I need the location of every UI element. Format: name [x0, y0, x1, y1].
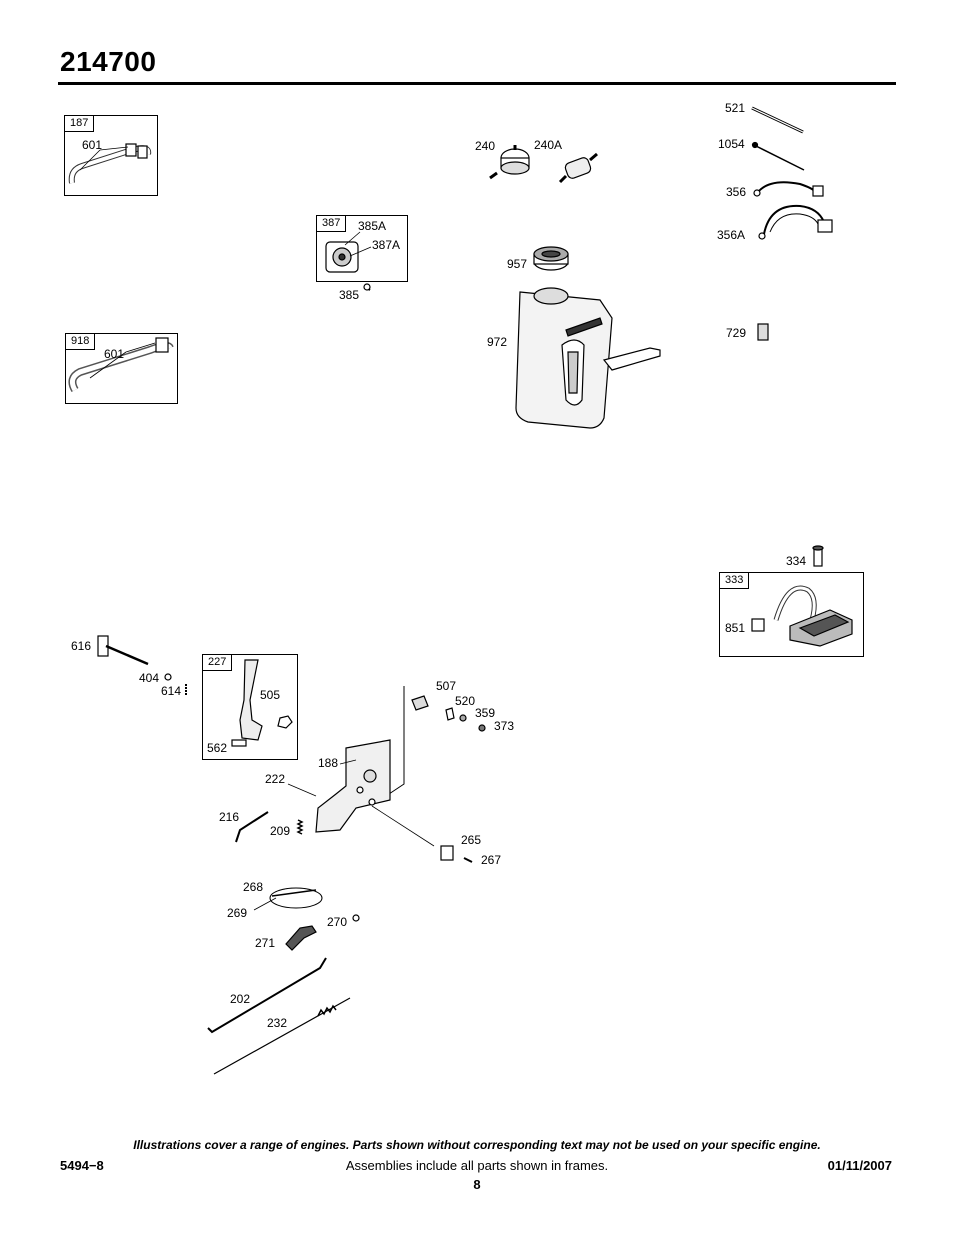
callout-507: 507 — [436, 679, 457, 693]
title-rule — [58, 82, 896, 85]
callout-222: 222 — [265, 772, 286, 786]
frame-333: 333 — [719, 572, 864, 657]
callout-334: 334 — [786, 554, 807, 568]
callout-404: 404 — [139, 671, 160, 685]
callout-616: 616 — [71, 639, 92, 653]
callout-209: 209 — [270, 824, 291, 838]
callout-216: 216 — [219, 810, 240, 824]
callout-240a: 240A — [534, 138, 563, 152]
callout-269: 269 — [227, 906, 248, 920]
page-title: 214700 — [60, 46, 157, 77]
callout-601-b: 601 — [104, 347, 125, 361]
fuel-filter-240a-drawing — [558, 152, 598, 184]
nut-359-drawing — [459, 714, 467, 722]
rod-202-drawing — [207, 957, 327, 1034]
callout-957: 957 — [507, 257, 528, 271]
nut-373-drawing — [478, 724, 486, 732]
rod-232-drawing — [213, 997, 351, 1075]
screw-334-drawing — [812, 545, 824, 567]
hose-918-drawing — [68, 337, 174, 393]
part-387-drawing — [325, 231, 372, 291]
callout-521: 521 — [725, 101, 746, 115]
callout-267: 267 — [481, 853, 502, 867]
wire-356a-drawing — [758, 204, 833, 240]
callout-265: 265 — [461, 833, 482, 847]
frame-918: 918 — [65, 333, 178, 404]
control-bracket-222-drawing — [287, 686, 435, 847]
washer-404-drawing — [164, 673, 172, 681]
callout-385a: 385A — [358, 219, 387, 233]
callout-1054: 1054 — [718, 137, 745, 151]
document-date: 01/11/2007 — [827, 1158, 892, 1173]
callout-520: 520 — [455, 694, 476, 708]
fuel-tank-972-drawing — [515, 287, 661, 429]
spring-209-drawing — [296, 819, 304, 835]
callout-356: 356 — [726, 185, 747, 199]
screw-267-drawing — [463, 857, 473, 863]
callout-614: 614 — [161, 684, 182, 698]
document-number: 5494−8 — [60, 1158, 104, 1173]
page-number: 8 — [473, 1177, 481, 1192]
frame-387-label: 387 — [317, 216, 347, 232]
callout-387a: 387A — [372, 238, 401, 252]
bracket-616-drawing — [97, 635, 149, 666]
tie-1054-drawing — [753, 144, 805, 171]
frame-187: 187 — [64, 115, 158, 196]
fuel-filter-240-drawing — [489, 145, 530, 180]
callout-729: 729 — [726, 326, 747, 340]
callout-972: 972 — [487, 335, 508, 349]
lever-227-drawing — [231, 659, 293, 747]
nut-270-drawing — [352, 914, 360, 922]
callout-373: 373 — [494, 719, 515, 733]
callout-601: 601 — [82, 138, 103, 152]
callout-268: 268 — [243, 880, 264, 894]
clip-507-drawing — [411, 695, 429, 711]
footer-disclaimer: Illustrations cover a range of engines. … — [133, 1138, 821, 1152]
callout-851: 851 — [725, 621, 746, 635]
lever-271-drawing — [285, 925, 317, 951]
frame-333-label: 333 — [720, 573, 750, 589]
link-216-drawing — [235, 811, 269, 843]
fuel-cap-957-drawing — [533, 246, 569, 271]
frame-387: 387 — [316, 215, 408, 282]
frame-227-label: 227 — [203, 655, 233, 671]
callout-385: 385 — [339, 288, 360, 302]
ignition-coil-333-drawing — [751, 585, 853, 647]
hose-601-drawing — [68, 143, 152, 184]
callout-232: 232 — [267, 1016, 288, 1030]
connector-729-drawing — [757, 323, 769, 341]
assemblies-note: Assemblies include all parts shown in fr… — [345, 1158, 609, 1173]
callout-188: 188 — [318, 756, 339, 770]
callout-240: 240 — [475, 139, 496, 153]
callout-270: 270 — [327, 915, 348, 929]
frame-918-label: 918 — [66, 334, 96, 350]
callout-271: 271 — [255, 936, 276, 950]
clip-265-drawing — [440, 845, 454, 861]
callout-505: 505 — [260, 688, 281, 702]
callout-359: 359 — [475, 706, 496, 720]
callout-202: 202 — [230, 992, 251, 1006]
frame-187-label: 187 — [65, 116, 95, 132]
callout-356a: 356A — [717, 228, 746, 242]
frame-227: 227 — [202, 654, 298, 760]
cable-268-drawing — [253, 887, 323, 911]
part-520-drawing — [445, 707, 455, 721]
wire-356-drawing — [753, 181, 824, 197]
callout-562: 562 — [207, 741, 228, 755]
